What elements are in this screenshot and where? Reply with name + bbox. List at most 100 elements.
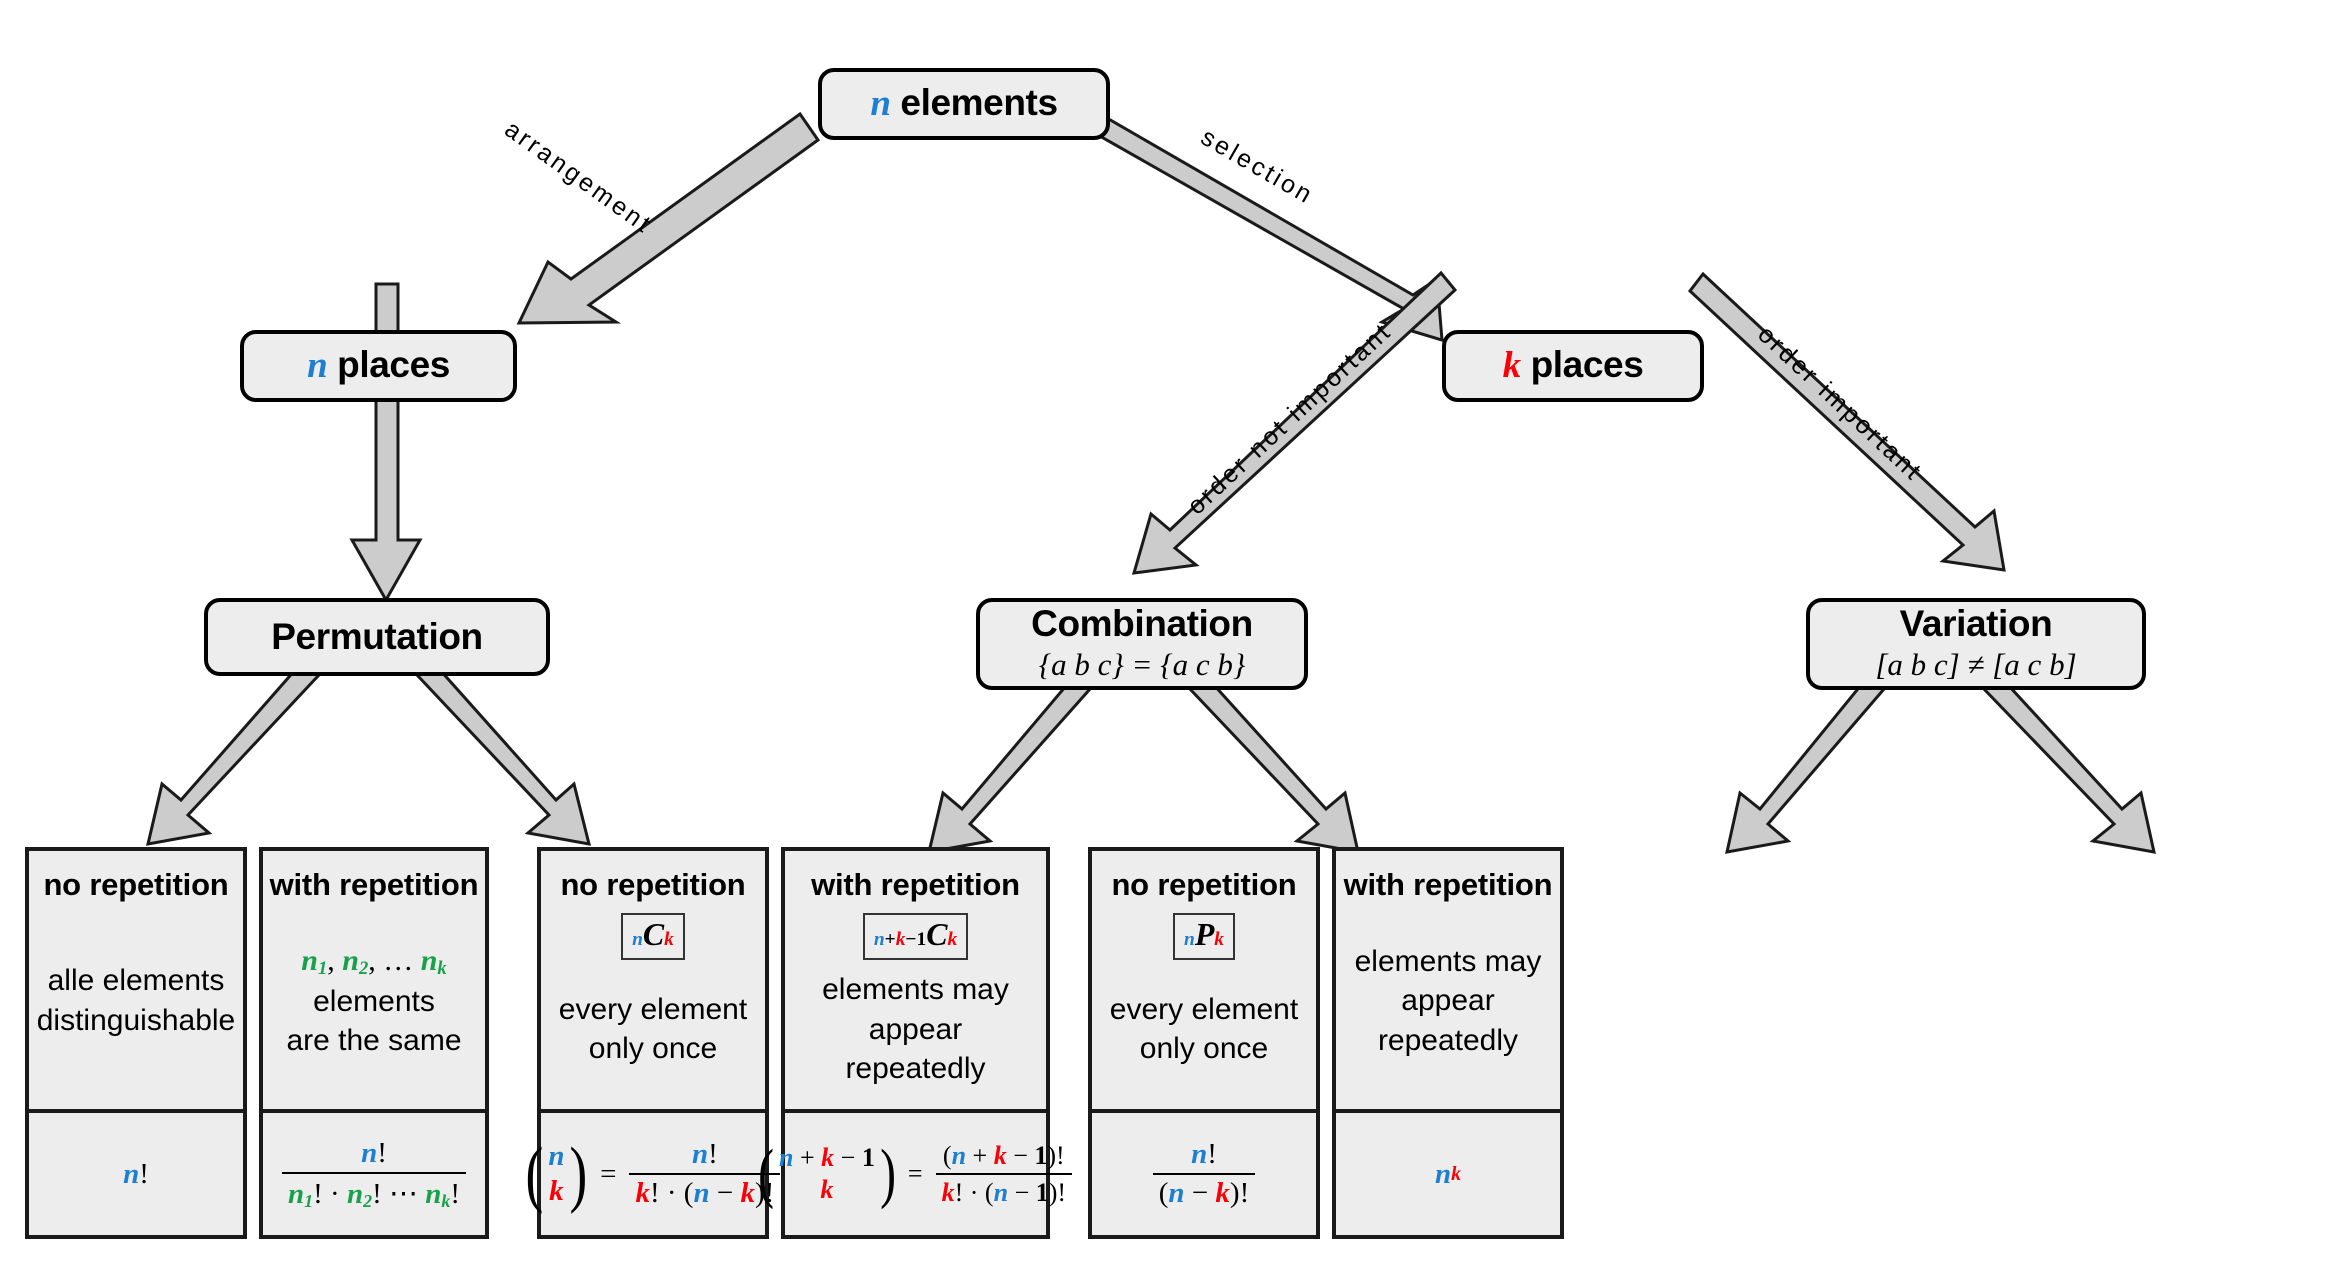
leaf-heading: no repetition <box>1111 867 1297 902</box>
variable-n: n <box>870 83 891 125</box>
arrow-variation-to-leaf5 <box>1725 671 1887 854</box>
arrow-permutation-to-leaf1 <box>146 658 321 846</box>
leaf-symbol-nPk: nPk <box>1173 913 1235 960</box>
node-variation-note: [a b c] ≠ [a c b] <box>1875 647 2077 683</box>
variable-n: n <box>123 1157 140 1190</box>
leaf-description: n1, n2, … nk elements are the same <box>286 944 462 1058</box>
variable-n2: n2 <box>342 944 369 980</box>
paren-right: ) <box>879 1137 896 1211</box>
variable-n: n <box>307 345 328 387</box>
leaf-formula: n! <box>29 1109 243 1235</box>
leaf-description: every element only once <box>1110 990 1298 1069</box>
desc-line-1: every element <box>1109 992 1299 1026</box>
desc-line-1: alle elements <box>47 964 225 998</box>
leaf-heading: with repetition <box>1343 867 1553 902</box>
leaf-formula: n! (n − k)! <box>1092 1109 1316 1235</box>
node-permutation-title: Permutation <box>271 615 483 657</box>
node-variation-title: Variation <box>1899 603 2053 645</box>
paren-right: ) <box>569 1132 588 1215</box>
fraction-denominator: k! · (n − k)! <box>629 1173 781 1210</box>
arrow-root-to-k-places <box>1088 111 1444 343</box>
leaf-symbol-npkm1Ck: n+k−1Ck <box>862 913 969 960</box>
leaf-top: no repetition nPk every element only onc… <box>1092 851 1316 1109</box>
arrow-root-to-n-places <box>516 111 821 325</box>
leaf-description: elements may appear repeatedly <box>791 970 1040 1089</box>
formula-comb-with-rep: ( n + k − 1 k ) = (n + k − 1)! k! · (n −… <box>755 1140 1076 1208</box>
node-k-places-label: k places <box>1503 344 1644 386</box>
fraction: n! k! · (n − k)! <box>629 1138 781 1210</box>
formula-perm-with-rep: n! n1! · n2! ⋯ nk! <box>281 1136 467 1212</box>
variable-n1: n1 <box>301 944 328 980</box>
leaf-top: no repetition alle elements distinguisha… <box>29 851 243 1109</box>
desc-line-1: elements may appear <box>1354 944 1542 1018</box>
leaf-formula: n! n1! · n2! ⋯ nk! <box>263 1109 485 1235</box>
leaf-top: with repetition n1, n2, … nk elements ar… <box>263 851 485 1109</box>
arrow-variation-to-leaf6 <box>1981 671 2156 854</box>
leaf-permutation-no-repetition[interactable]: no repetition alle elements distinguisha… <box>25 847 247 1239</box>
leaf-top: with repetition n+k−1Ck elements may app… <box>785 851 1046 1109</box>
leaf-permutation-with-repetition[interactable]: with repetition n1, n2, … nk elements ar… <box>259 847 489 1239</box>
fraction-numerator: n! <box>361 1136 387 1169</box>
fraction-denominator: n1! · n2! ⋯ nk! <box>281 1171 467 1212</box>
arrow-combination-to-leaf4 <box>1187 671 1360 854</box>
node-k-places[interactable]: k places <box>1442 330 1704 402</box>
fraction-numerator: n! <box>691 1138 718 1170</box>
leaf-description: elements may appear repeatedly <box>1342 942 1554 1061</box>
equals-sign: = <box>907 1159 923 1188</box>
desc-word-elements: elements <box>313 984 435 1018</box>
fraction: (n + k − 1)! k! · (n − 1)! <box>935 1140 1073 1208</box>
edge-label-selection: selection <box>1196 122 1319 211</box>
leaf-top: no repetition nCk every element only onc… <box>541 851 765 1109</box>
leaf-heading: no repetition <box>43 867 229 902</box>
paren-left: ( <box>525 1132 543 1215</box>
fraction-numerator: (n + k − 1)! <box>942 1141 1065 1170</box>
edge-label-arrangement: arrangement <box>499 115 658 240</box>
leaf-description: every element only once <box>559 990 747 1069</box>
leaf-description: alle elements distinguishable <box>37 961 235 1040</box>
fraction-numerator: n! <box>1191 1138 1217 1170</box>
node-n-places-word: places <box>337 344 450 386</box>
equals-sign: = <box>600 1157 617 1190</box>
node-permutation[interactable]: Permutation <box>204 598 550 676</box>
binomial-stack: n k <box>548 1139 565 1207</box>
desc-line-1: every element <box>558 992 748 1026</box>
formula-var-no-rep: n! (n − k)! <box>1152 1138 1256 1210</box>
arrow-permutation-to-leaf2 <box>415 658 592 846</box>
leaf-heading: with repetition <box>269 867 479 902</box>
desc-line-1: elements may appear <box>822 972 1009 1046</box>
variable-n: n <box>1435 1157 1452 1190</box>
leaf-variation-with-repetition[interactable]: with repetition elements may appear repe… <box>1332 847 1564 1239</box>
leaf-variation-no-repetition[interactable]: no repetition nPk every element only onc… <box>1088 847 1320 1239</box>
node-combination-note: {a b c} = {a c b} <box>1038 647 1246 683</box>
desc-line-2: distinguishable <box>36 1004 236 1037</box>
leaf-heading: with repetition <box>811 867 1020 902</box>
node-n-elements-label: n elements <box>870 82 1058 125</box>
exponent-k: k <box>1451 1162 1461 1185</box>
node-combination-title: Combination <box>1031 603 1253 645</box>
leaf-combination-no-repetition[interactable]: no repetition nCk every element only onc… <box>525 847 781 1239</box>
node-n-places[interactable]: n places <box>240 330 517 402</box>
node-n-elements[interactable]: n elements <box>818 68 1110 140</box>
formula-n-factorial: n! <box>123 1158 149 1191</box>
paren-left: ( <box>758 1137 774 1211</box>
formula-comb-no-rep: ( n k ) = n! k! · (n − k)! <box>522 1132 785 1215</box>
arrow-combination-to-leaf3 <box>927 671 1093 854</box>
desc-line-2: only once <box>588 1032 718 1066</box>
variable-nk: nk <box>420 944 447 980</box>
node-n-elements-word: elements <box>900 82 1058 124</box>
edge-label-order-important: order important <box>1752 320 1929 487</box>
node-k-places-word: places <box>1530 344 1644 386</box>
node-variation[interactable]: Variation [a b c] ≠ [a c b] <box>1806 598 2146 690</box>
leaf-formula: ( n + k − 1 k ) = (n + k − 1)! k! · (n −… <box>758 1109 1073 1235</box>
leaf-heading: no repetition <box>560 867 746 902</box>
desc-line-2: repeatedly <box>845 1052 986 1086</box>
desc-line-2: are the same <box>286 1024 462 1058</box>
binomial-stack: n + k − 1 k <box>779 1143 875 1204</box>
fraction-denominator: (n − k)! <box>1152 1173 1256 1210</box>
fraction-denominator: k! · (n − 1)! <box>935 1173 1073 1208</box>
edge-label-order-not-important: order not important <box>1182 316 1398 521</box>
desc-line-2: only once <box>1139 1032 1269 1066</box>
node-combination[interactable]: Combination {a b c} = {a c b} <box>976 598 1308 690</box>
leaf-combination-with-repetition[interactable]: with repetition n+k−1Ck elements may app… <box>758 847 1073 1239</box>
